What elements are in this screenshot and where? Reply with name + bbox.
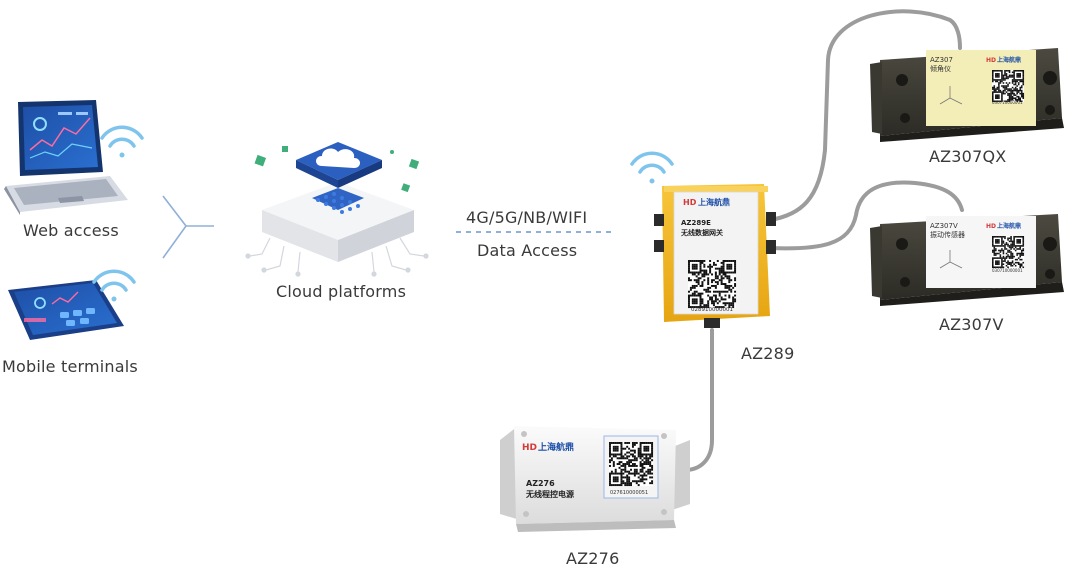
svg-text:HD: HD xyxy=(683,198,697,207)
label-cloud-platforms: Cloud platforms xyxy=(276,282,407,301)
az307v-serial: 030710000001 xyxy=(992,268,1023,273)
az289-gateway xyxy=(654,184,776,328)
qr-code-icon xyxy=(688,260,737,309)
label-link-protocols: 4G/5G/NB/WIFI xyxy=(466,208,588,227)
az276-serial: 027610000051 xyxy=(610,490,648,496)
az289-brand: 上海航鼎 xyxy=(698,197,730,207)
az276-model: AZ276 xyxy=(526,479,555,488)
tablet-icon xyxy=(8,280,124,340)
az276-desc: 无线程控电源 xyxy=(525,489,574,499)
az307qx-serial: 030710000001 xyxy=(992,100,1023,105)
laptop-icon xyxy=(4,100,128,215)
wifi-icon xyxy=(630,151,674,184)
svg-text:HD: HD xyxy=(986,223,996,230)
cable-az307v xyxy=(768,180,964,251)
qr-code-icon xyxy=(992,236,1025,269)
cable-az307qx xyxy=(768,9,962,222)
wifi-icon xyxy=(92,269,136,302)
label-az276: AZ276 xyxy=(566,549,620,568)
label-az307qx: AZ307QX xyxy=(929,147,1007,166)
qr-code-icon xyxy=(609,442,654,487)
wifi-icon xyxy=(100,125,144,158)
az307qx-sensor xyxy=(870,48,1064,142)
label-mobile-terminals: Mobile terminals xyxy=(2,357,138,376)
az276-brand: 上海航鼎 xyxy=(538,441,574,453)
az307qx-desc: 倾角仪 xyxy=(930,64,951,73)
cloud-server-icon xyxy=(245,142,429,277)
az307v-brand: 上海航鼎 xyxy=(997,222,1021,230)
label-web-access: Web access xyxy=(23,221,119,240)
az276-power-supply xyxy=(500,426,690,532)
qr-code-icon xyxy=(992,70,1025,103)
client-connector xyxy=(162,195,214,259)
svg-text:HD: HD xyxy=(522,443,537,453)
az289-desc: 无线数据网关 xyxy=(680,228,723,237)
az289-model: AZ289E xyxy=(681,219,711,227)
svg-text:HD: HD xyxy=(986,57,996,64)
label-az307v: AZ307V xyxy=(939,315,1004,334)
label-az289: AZ289 xyxy=(741,344,795,363)
label-data-access: Data Access xyxy=(477,241,578,260)
az307qx-brand: 上海航鼎 xyxy=(997,56,1021,64)
az307qx-model: AZ307 xyxy=(930,56,953,64)
az307v-model: AZ307V xyxy=(930,222,958,230)
az307v-desc: 振动传感器 xyxy=(930,230,965,239)
az307v-sensor xyxy=(870,214,1064,306)
az289-serial: 028910000001 xyxy=(691,307,733,313)
